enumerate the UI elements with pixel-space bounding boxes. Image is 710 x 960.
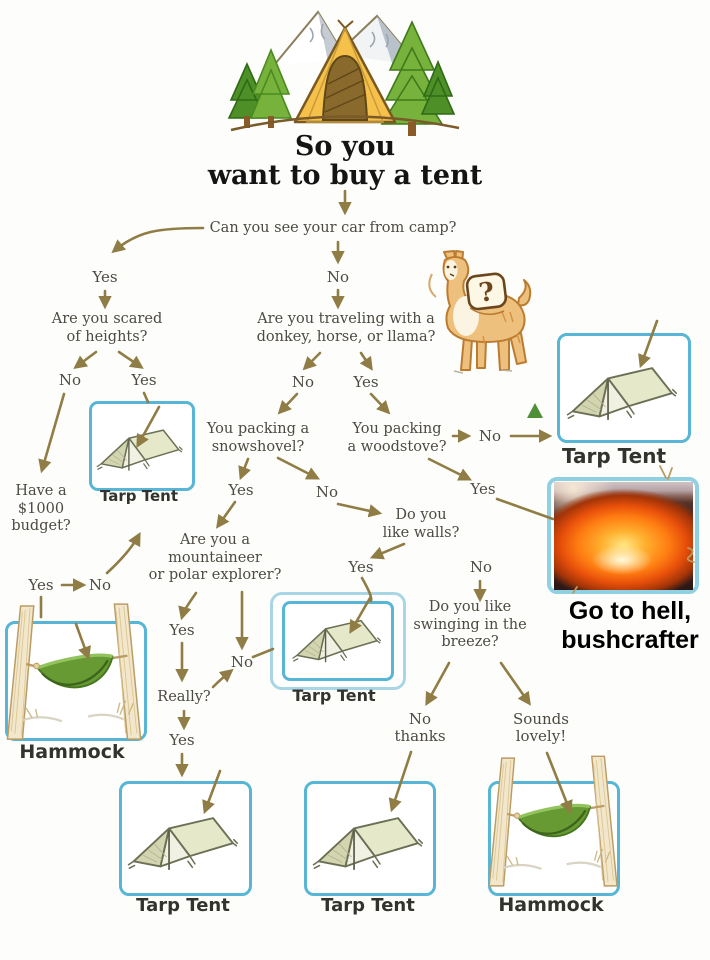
camp-tent-illustration: [225, 2, 465, 142]
label-tarp-tent-left: Tarp Tent: [99, 487, 179, 505]
answer-heights-no: No: [58, 371, 82, 389]
question-really: Really?: [157, 689, 211, 705]
answer-animal-yes: Yes: [353, 373, 379, 391]
answer-mountaineer-yes: Yes: [169, 621, 195, 639]
question-animal: Are you traveling with a donkey, horse, …: [256, 311, 436, 345]
question-snowshovel: You packing a snowshovel?: [206, 421, 310, 455]
answer-walls-yes: Yes: [348, 558, 374, 576]
answer-walls-no: No: [469, 558, 493, 576]
answer-animal-no: No: [291, 373, 315, 391]
hammock-drawing: [0, 602, 150, 743]
answer-budget-no: No: [88, 576, 112, 594]
tarp-tent-drawing: [93, 416, 185, 480]
page-title-line1: So you: [294, 131, 396, 162]
page-title-line2: want to buy a tent: [207, 160, 483, 191]
hammock-drawing: [482, 750, 626, 894]
answer-breeze-sounds-lovely: Sounds lovely!: [513, 710, 569, 746]
question-see-car: Can you see your car from camp?: [209, 220, 457, 236]
answer-car-no: No: [326, 268, 350, 286]
llama-illustration: [424, 248, 542, 374]
tarp-tent-drawing: [562, 350, 680, 432]
tarp-tent-drawing: [124, 800, 240, 882]
meme-caption-line2: bushcrafter: [561, 626, 699, 654]
question-woodstove: You packing a woodstove?: [347, 421, 447, 455]
meme-caption-line1: Go to hell,: [568, 597, 692, 625]
label-tarp-tent-right: Tarp Tent: [561, 444, 667, 468]
answer-heights-yes: Yes: [131, 371, 157, 389]
hell-crater-photo: [554, 482, 693, 590]
answer-really-yes: Yes: [169, 731, 195, 749]
label-tarp-tent-mid: Tarp Tent: [292, 686, 376, 705]
question-mountaineer: Are you a mountaineer or polar explorer?: [148, 532, 282, 584]
tarp-tent-drawing: [288, 606, 384, 672]
meme-caption: Go to hell, bushcrafter: [549, 597, 710, 655]
tarp-tent-drawing: [309, 800, 425, 882]
answer-mountaineer-no: No: [230, 653, 254, 671]
label-hammock-bottom: Hammock: [498, 894, 604, 916]
label-tarp-tent-bottom1: Tarp Tent: [136, 895, 230, 916]
answer-snowshovel-no: No: [315, 483, 339, 501]
question-breeze: Do you like swinging in the breeze?: [413, 599, 527, 651]
question-walls: Do you like walls?: [382, 507, 460, 541]
answer-budget-yes: Yes: [28, 576, 54, 594]
label-tarp-tent-bottom2: Tarp Tent: [321, 895, 415, 916]
answer-breeze-no-thanks: No thanks: [394, 710, 446, 746]
answer-car-yes: Yes: [92, 268, 118, 286]
question-budget: Have a $1000 budget?: [11, 483, 71, 535]
answer-woodstove-yes: Yes: [470, 480, 496, 498]
label-hammock-left: Hammock: [19, 741, 125, 763]
answer-woodstove-no: No: [478, 427, 502, 445]
answer-snowshovel-yes: Yes: [228, 481, 254, 499]
question-heights: Are you scared of heights?: [51, 311, 163, 345]
tree-tip-decoration: [527, 403, 543, 418]
